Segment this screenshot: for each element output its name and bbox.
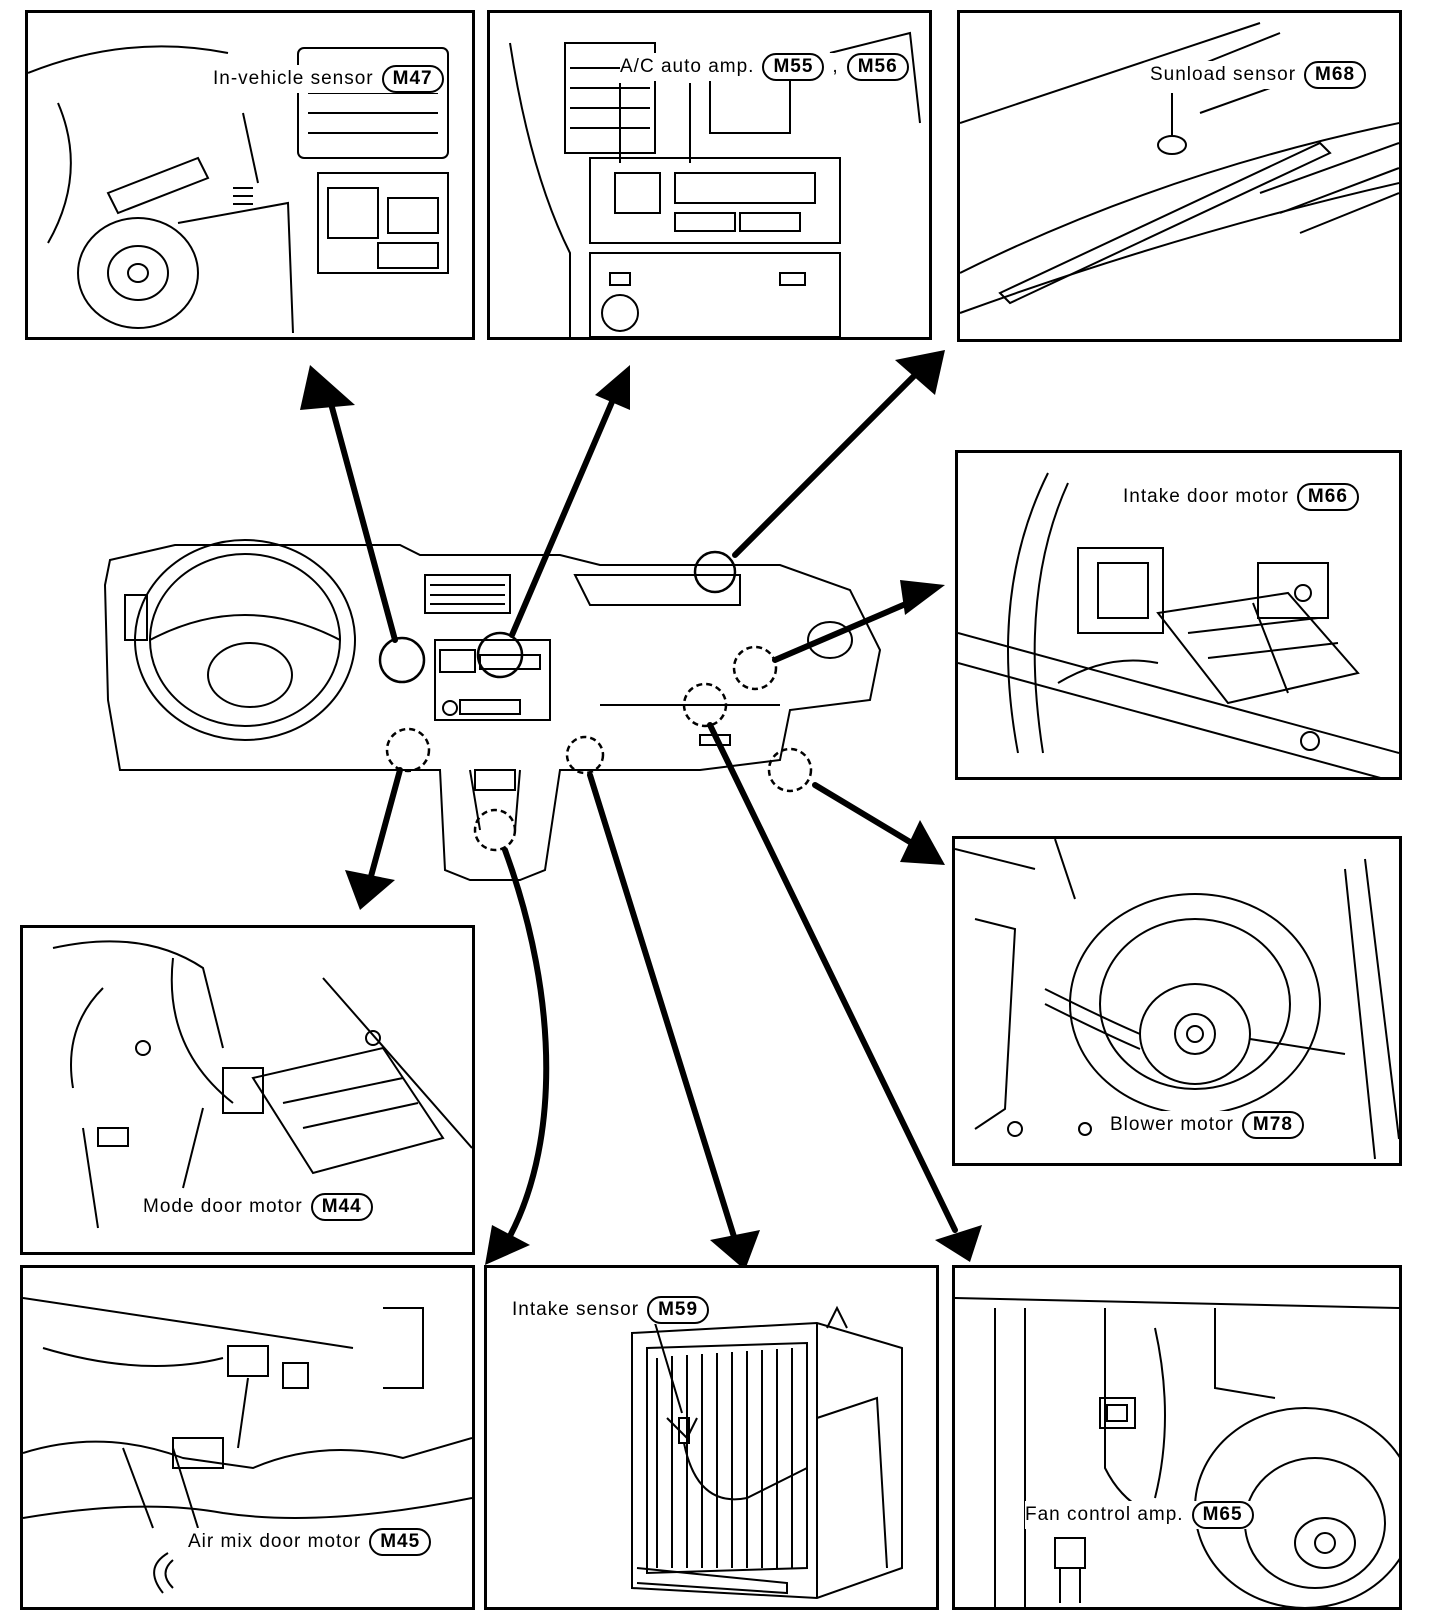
in-vehicle-sensor-illustration [28,45,449,334]
fan-control-amp-illustration [955,1297,1399,1607]
callout-in-vehicle-sensor: In-vehicle sensor M47 [213,65,444,93]
connector-code-m55: M55 [762,53,825,81]
intake-door-motor-illustration [958,472,1399,777]
callout-ac-auto-amp: A/C auto amp. M55 , M56 [620,53,909,81]
label-fan-control-amp: Fan control amp. [1025,1504,1184,1525]
intake-sensor-illustration [631,1305,903,1600]
callout-intake-sensor: Intake sensor M59 [512,1296,710,1324]
connector-code-m65: M65 [1191,1501,1254,1529]
separator-comma: , [832,56,839,77]
panel-sunload-sensor: Sunload sensor M68 [957,10,1402,342]
label-blower-motor: Blower motor [1110,1114,1234,1135]
label-intake-door-motor: Intake door motor [1123,486,1289,507]
label-mode-door-motor: Mode door motor [143,1196,303,1217]
label-intake-sensor: Intake sensor [512,1299,640,1320]
air-mix-door-motor-illustration [23,1297,472,1594]
sunload-sensor-illustration [960,22,1399,314]
label-in-vehicle-sensor: In-vehicle sensor [213,68,374,89]
connector-code-m59: M59 [647,1296,710,1324]
panel-ac-auto-amp: A/C auto amp. M55 , M56 [487,10,932,340]
label-air-mix-door-motor: Air mix door motor [188,1531,362,1552]
connector-code-m68: M68 [1304,61,1367,89]
panel-in-vehicle-sensor: In-vehicle sensor M47 [25,10,475,340]
panel-mode-door-motor: Mode door motor M44 [20,925,475,1255]
panel-air-mix-door-motor: Air mix door motor M45 [20,1265,475,1610]
callout-blower-motor: Blower motor M78 [1110,1111,1304,1139]
connector-code-m78: M78 [1241,1111,1304,1139]
connector-code-m56: M56 [846,53,909,81]
connector-code-m66: M66 [1296,483,1359,511]
ac-auto-amp-illustration [509,31,921,337]
panel-intake-door-motor: Intake door motor M66 [955,450,1402,780]
callout-air-mix-door-motor: Air mix door motor M45 [188,1528,432,1556]
callout-intake-door-motor: Intake door motor M66 [1123,483,1359,511]
connector-code-m47: M47 [381,65,444,93]
label-ac-auto-amp: A/C auto amp. [620,56,755,77]
connector-code-m44: M44 [310,1193,373,1221]
panel-fan-control-amp: Fan control amp. M65 [952,1265,1402,1610]
connector-code-m45: M45 [369,1528,432,1556]
callout-fan-control-amp: Fan control amp. M65 [1025,1501,1254,1529]
mode-door-motor-illustration [52,940,472,1229]
callout-sunload-sensor: Sunload sensor M68 [1150,61,1367,89]
label-sunload-sensor: Sunload sensor [1150,64,1297,85]
panel-intake-sensor: Intake sensor M59 [484,1265,939,1610]
panel-blower-motor: Blower motor M78 [952,836,1402,1166]
callout-mode-door-motor: Mode door motor M44 [143,1193,373,1221]
